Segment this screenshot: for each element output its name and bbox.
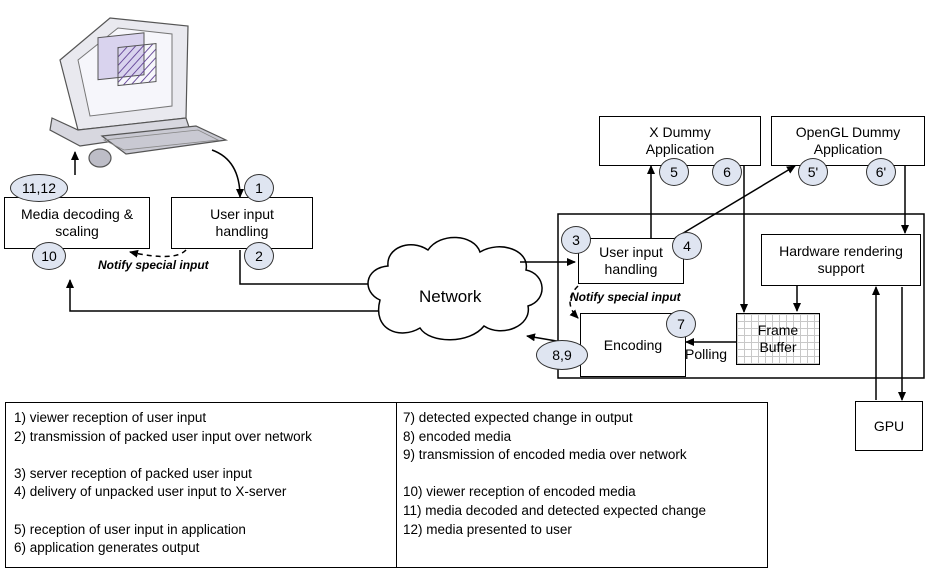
hardware-rendering-box: Hardware rendering support	[761, 234, 921, 286]
legend-item: 10) viewer reception of encoded media	[403, 484, 636, 500]
step-badge-5-prime: 5'	[798, 158, 828, 186]
server-user-input-box: User input handling	[578, 238, 684, 284]
step-badge-7: 7	[666, 310, 696, 338]
step-badge-8-9: 8,9	[536, 340, 588, 370]
step-badge-6-prime: 6'	[866, 158, 896, 186]
notify-server-label: Notify special input	[570, 290, 681, 304]
frame-buffer-box: Frame Buffer	[736, 313, 820, 365]
polling-label: Polling	[685, 346, 728, 362]
legend-item: 6) application generates output	[14, 540, 200, 556]
computer-icon	[49, 17, 229, 168]
legend-item: 3) server reception of packed user input	[14, 465, 252, 481]
legend-divider	[396, 402, 397, 568]
legend-item: 9) transmission of encoded media over ne…	[403, 447, 687, 463]
step-badge-4: 4	[672, 232, 702, 260]
network-cloud	[367, 236, 543, 341]
server-panel	[557, 213, 925, 379]
legend-item: 7) detected expected change in output	[403, 410, 633, 425]
notify-server-arrow	[569, 285, 579, 319]
x-dummy-app-box: X Dummy Application	[599, 116, 761, 166]
legend-item: 1) viewer reception of user input	[14, 410, 207, 425]
step-badge-1: 1	[244, 174, 274, 202]
step-badge-6: 6	[712, 158, 742, 186]
arrow-keyboard-to-input	[211, 149, 244, 198]
step-badge-2: 2	[244, 242, 274, 270]
step-badge-11-12: 11,12	[10, 174, 68, 202]
legend-item: 5) reception of user input in applicatio…	[14, 521, 246, 537]
opengl-dummy-app-box: OpenGL Dummy Application	[771, 116, 925, 166]
legend-box	[5, 402, 768, 568]
legend-item: 11) media decoded and detected expected …	[403, 503, 706, 518]
step-badge-3: 3	[561, 226, 591, 254]
notify-client-arrow	[129, 249, 187, 258]
gpu-box: GPU	[855, 401, 923, 451]
arrow-network-to-decoding	[66, 279, 388, 312]
client-user-input-box: User input handling	[171, 197, 313, 249]
network-label: Network	[419, 287, 482, 306]
legend-item: 2) transmission of packed user input ove…	[14, 428, 312, 444]
legend-item: 8) encoded media	[403, 428, 512, 444]
server-flow-arrows	[520, 165, 909, 401]
notify-client-label: Notify special input	[98, 258, 209, 272]
legend-item: 4) delivery of unpacked user input to X-…	[14, 484, 287, 500]
arrow-input-to-opengl	[674, 165, 796, 239]
legend-item: 12) media presented to user	[403, 521, 572, 537]
step-badge-10: 10	[32, 242, 66, 270]
media-decoding-box: Media decoding & scaling	[4, 197, 150, 249]
client-flow-arrows	[66, 149, 389, 312]
step-badge-5: 5	[659, 158, 689, 186]
arrow-input-to-network	[239, 250, 389, 288]
